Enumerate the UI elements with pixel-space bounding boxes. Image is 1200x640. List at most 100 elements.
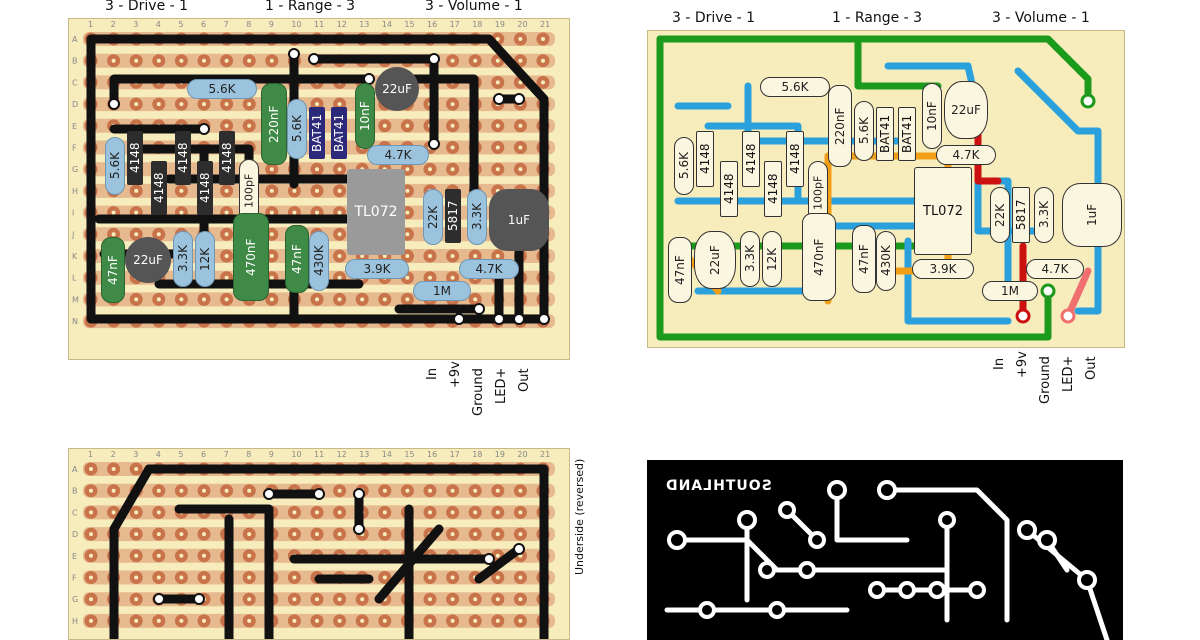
column-label: 16 [427, 450, 437, 459]
hole-center [450, 102, 455, 107]
column-label: 17 [450, 450, 460, 459]
hole-center [473, 488, 478, 493]
hole-center [450, 275, 455, 280]
hole-center [156, 297, 161, 302]
hole-center [337, 102, 342, 107]
hole-center [382, 618, 387, 623]
hole-center [269, 167, 274, 172]
diode-4148-e-right: 4148 [786, 131, 804, 187]
row-label: G [72, 595, 78, 604]
hole-center [473, 510, 478, 515]
io-label-in-right: In [992, 357, 1007, 370]
hole-center [518, 58, 523, 63]
resistor-3k9: 3.9K [345, 259, 409, 279]
hole-center [473, 58, 478, 63]
hole-center [292, 575, 297, 580]
column-label: 11 [314, 450, 324, 459]
hole-center [89, 510, 93, 515]
hole-center [315, 532, 319, 537]
column-label: 9 [269, 20, 274, 29]
hole-center [495, 597, 500, 602]
hole-center [134, 510, 139, 515]
capacitor-47nf-a: 47nF [101, 237, 125, 303]
hole-center [247, 597, 252, 602]
diode-bat41-b-right: BAT41 [898, 107, 916, 161]
hole-center [315, 188, 319, 193]
hole-center [428, 488, 432, 493]
hole-center [224, 210, 229, 215]
hole-center [111, 232, 116, 237]
column-label: 14 [382, 450, 392, 459]
green-trace [854, 37, 942, 90]
hole-center [224, 232, 229, 237]
diode-5817: 5817 [445, 189, 461, 243]
hole-center [382, 532, 387, 537]
hole-center [337, 488, 342, 493]
pink-trace [1064, 267, 1092, 320]
hole-center [156, 575, 161, 580]
hole-center [360, 618, 365, 623]
hole-center [269, 254, 274, 258]
hole-center [224, 123, 229, 128]
row-label: H [72, 617, 78, 626]
hole-center [247, 575, 252, 580]
hole-center [134, 618, 139, 623]
hole-center [518, 618, 523, 623]
hole-center [428, 510, 432, 515]
row-label: N [72, 317, 78, 326]
hole-center [89, 575, 93, 580]
hole-center [179, 210, 184, 215]
hole-center [450, 145, 455, 150]
hole-center [495, 488, 500, 493]
green-trace [656, 35, 1092, 105]
hole-center [224, 254, 229, 258]
column-label: 12 [337, 450, 347, 459]
hole-center [111, 467, 116, 471]
column-label: 8 [246, 450, 251, 459]
hole-center [473, 618, 478, 623]
green-trace [656, 35, 1052, 341]
column-label: 6 [201, 450, 206, 459]
column-label: 21 [540, 450, 550, 459]
hole-center [428, 575, 432, 580]
resistor-5k6-top: 5.6K [187, 79, 257, 99]
hole-center [134, 467, 139, 471]
hole-center [179, 297, 184, 302]
row-label: I [72, 209, 74, 218]
hole-center [269, 58, 274, 63]
hole-center [224, 188, 229, 193]
capacitor-1uf: 1uF [489, 189, 549, 251]
hole-center [337, 597, 342, 602]
hole-center [292, 597, 297, 602]
hole-center [156, 532, 161, 537]
hole-center [292, 618, 297, 623]
hole-center [450, 123, 455, 128]
hole-center [495, 37, 500, 41]
resistor-22k: 22K [423, 189, 443, 245]
resistor-5k6-side: 5.6K [105, 137, 125, 195]
column-label: 2 [111, 20, 116, 29]
resistor-4k7-a-right: 4.7K [936, 145, 996, 165]
hole-center [518, 167, 523, 172]
capacitor-1uf-right: 1uF [1062, 183, 1122, 247]
blue-trace [1014, 67, 1102, 315]
hole-center [428, 275, 432, 280]
hole-center [134, 297, 139, 302]
hole-center [247, 58, 252, 63]
hole-center [224, 102, 229, 107]
hole-center [405, 232, 410, 237]
column-label: 18 [472, 20, 482, 29]
hole-center [382, 575, 387, 580]
hole-center [405, 167, 410, 172]
hole-center [337, 167, 342, 172]
column-label: 6 [201, 20, 206, 29]
column-label: 20 [517, 20, 527, 29]
hole-center [315, 210, 319, 215]
resistor-5k6-side-right: 5.6K [674, 137, 694, 195]
capacitor-47nf-b: 47nF [285, 225, 309, 293]
diode-bat41-b: BAT41 [331, 107, 347, 159]
hole-center [247, 532, 252, 537]
